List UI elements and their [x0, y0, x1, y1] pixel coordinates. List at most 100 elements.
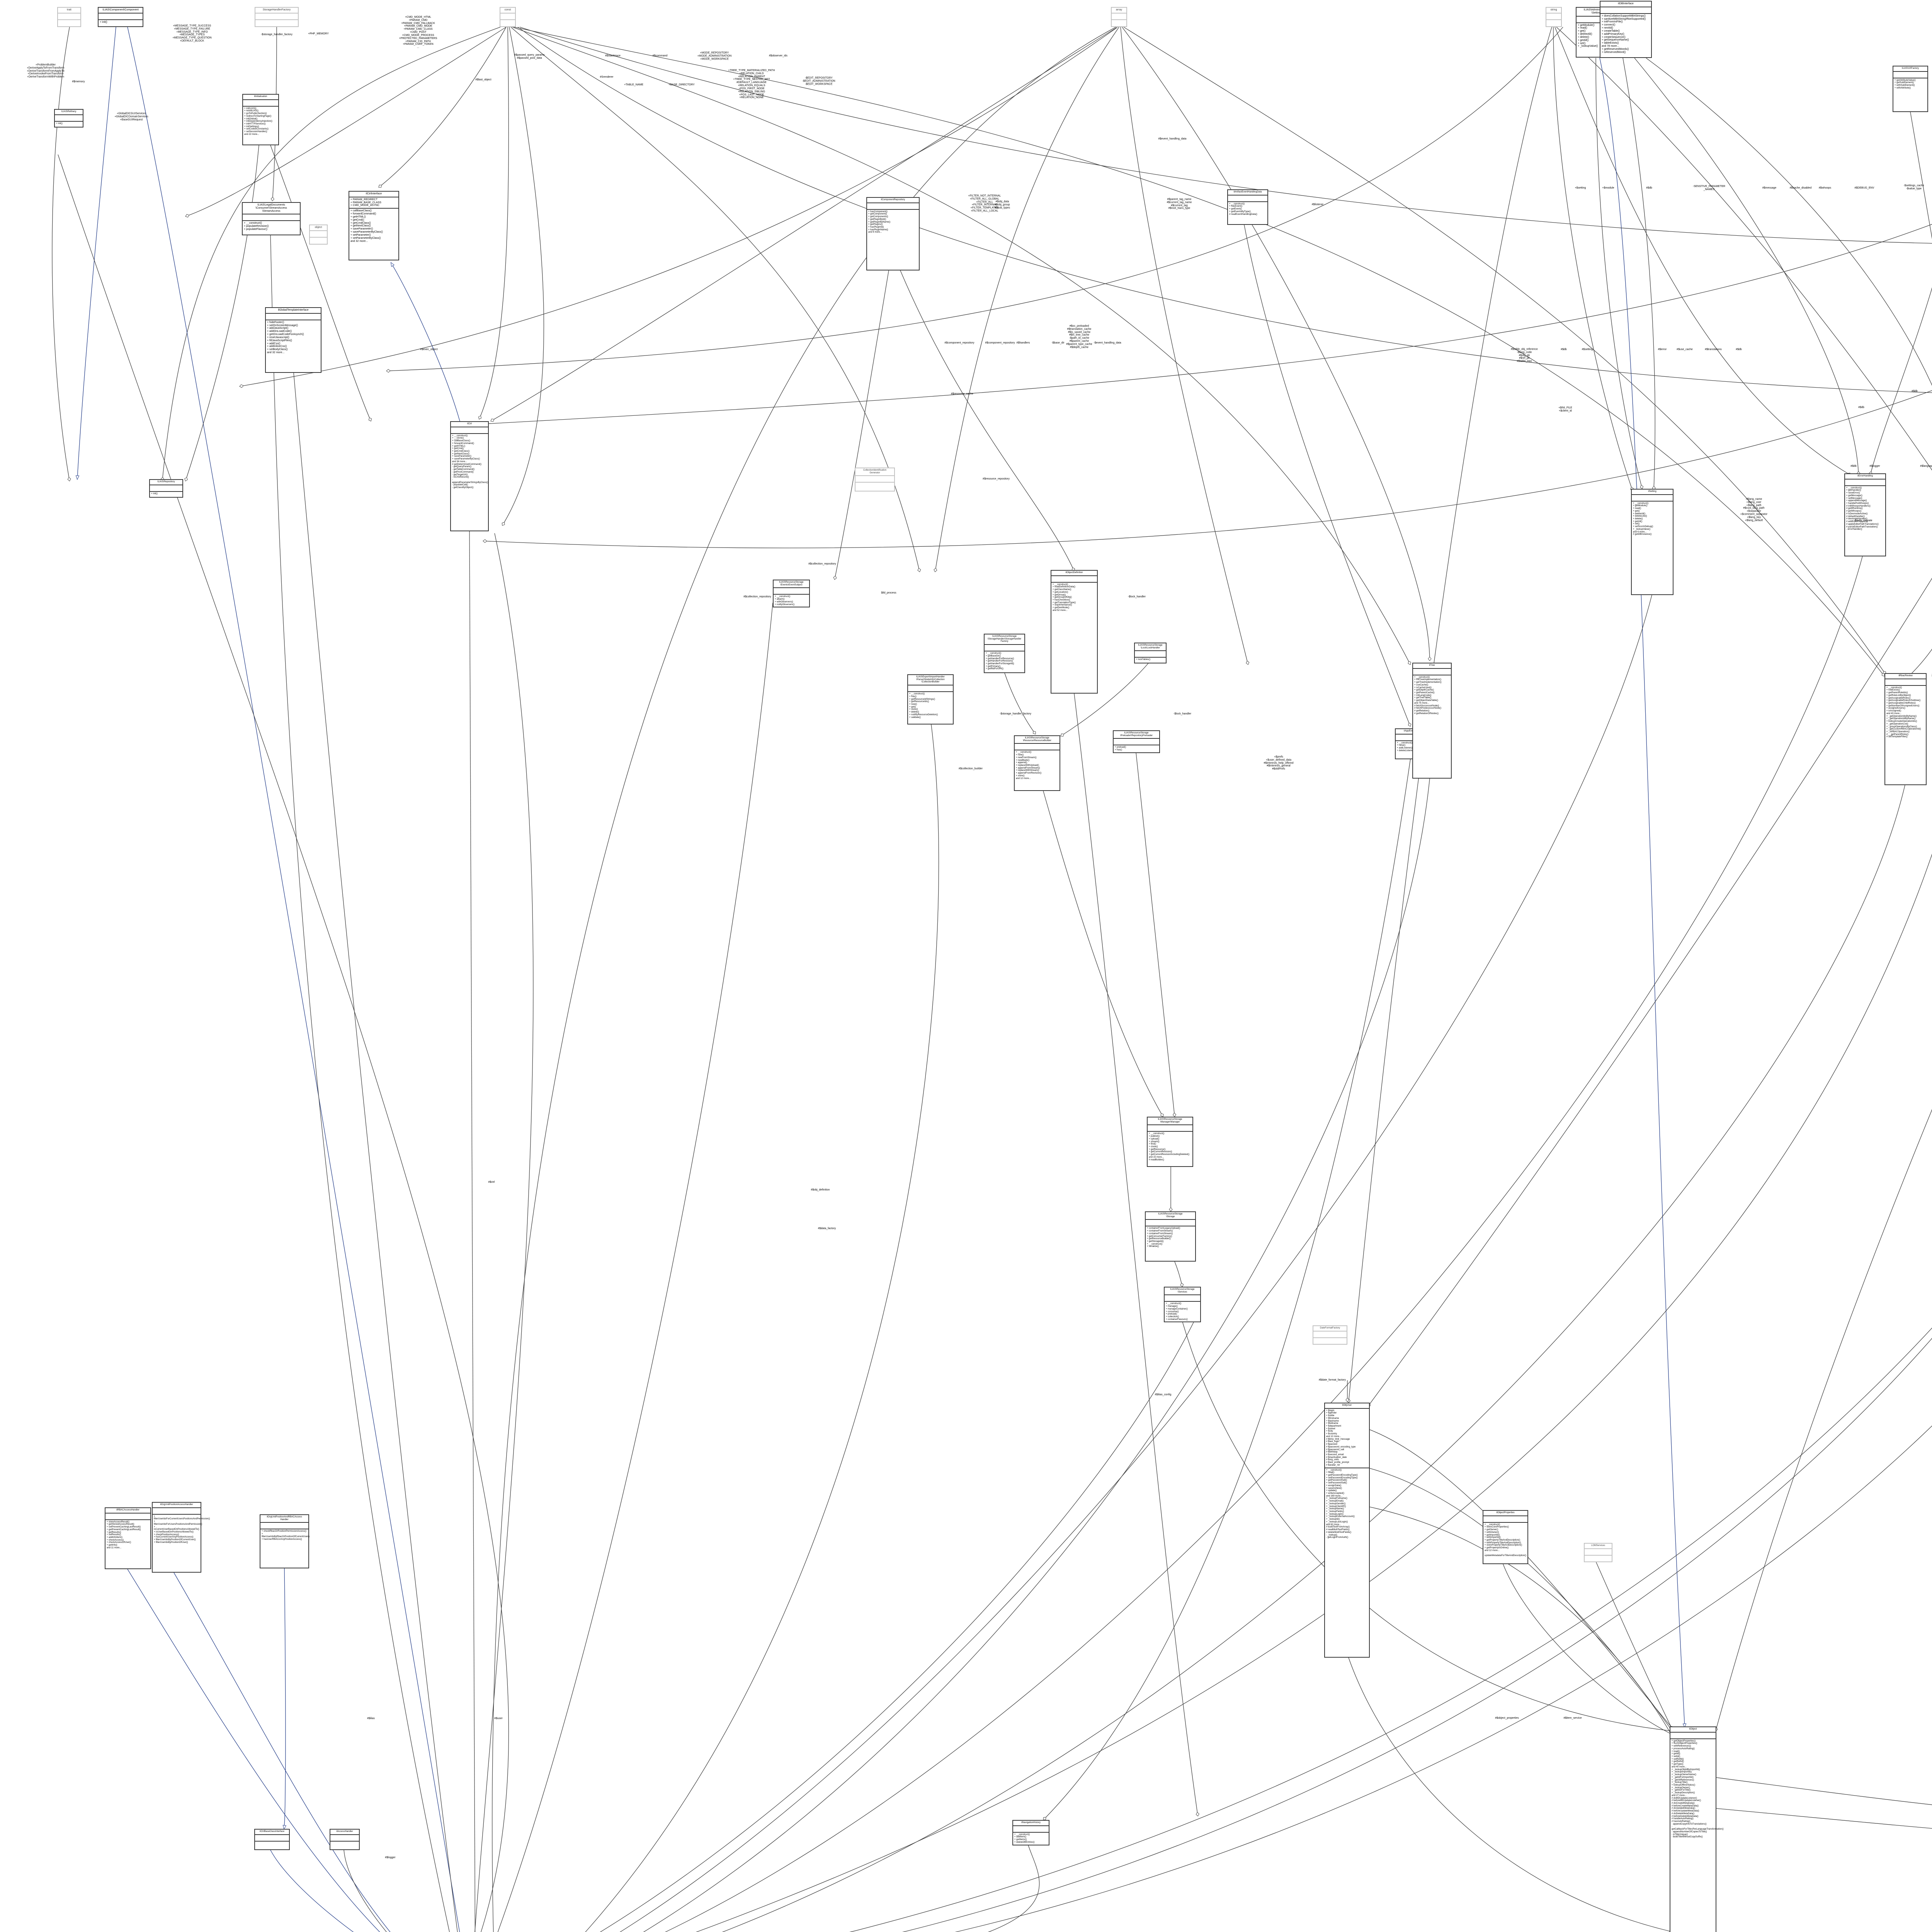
- class-node-ilartifacteventhandlingdata[interactable]: ilArtifactEventHandlingData+ __construct…: [1227, 189, 1268, 225]
- operation-item: + containerFromStream(): [1147, 1230, 1173, 1233]
- operation-item: + raiseError(): [1846, 492, 1860, 495]
- class-node-ilrbacreview[interactable]: ilRbacReview+ __construct()+ roleExists(…: [1884, 673, 1927, 785]
- class-title: iIDBInterface: [1600, 2, 1651, 7]
- class-node-ilias-resourcestorage-lockhandler[interactable]: ILIAS\ResourceStorage \Lock\LockHandler+…: [1134, 643, 1167, 664]
- operation-item: + isAssigned(): [1886, 710, 1901, 713]
- attribute-item: + $firstname: [1326, 1417, 1339, 1420]
- operation-item: + initGlobal(): [244, 117, 258, 120]
- class-node-ilaccesshandler[interactable]: ilAccessHandler: [330, 1829, 360, 1850]
- class-node-idbinterface[interactable]: iIDBInterface+ doesCollationSupportMB4St…: [1600, 1, 1652, 58]
- operation-item: + get(): [1578, 30, 1586, 33]
- class-node-ilias-resourcestorage-resourcemanager[interactable]: ILIAS\ResourceStorage \Manager\Manager+ …: [1147, 1117, 1193, 1167]
- class-node-ilnavigationhistory[interactable]: ilNavigationHistory+ __construct()+ addI…: [1012, 1820, 1049, 1845]
- attribute-item: + $street: [1326, 1427, 1335, 1430]
- class-node-ilctrlbaseclassinterface[interactable]: ilCtrlBaseClassInterface: [254, 1829, 290, 1850]
- class-node-ilctrl[interactable]: ilCtrl+ __construct()+ __clone()+ callBa…: [450, 421, 489, 531]
- class-node-ilias-resourcestorage-repositorypreloader[interactable]: ILIAS\ResourceStorage \Preloader\Reposit…: [1113, 730, 1160, 753]
- class-node-ilias-resourcestorage-storagerepo[interactable]: ILIAS\ResourceStorage \Services+ __const…: [1164, 1287, 1201, 1323]
- class-node-ilobjecttree[interactable]: ilTree+ __construct()+ initTreeImplement…: [1412, 663, 1452, 779]
- operation-item: + set(): [1633, 523, 1640, 526]
- class-node-trait[interactable]: trait: [57, 7, 81, 27]
- edge-label: +$prefs +$user_defined_data #$interests_…: [1264, 755, 1294, 770]
- class-node-ilobject[interactable]: ilObject+ getObjectProperties()+ flushOb…: [1670, 1726, 1724, 1932]
- class-title: ILIAS\Export\ImportHandler \Parser\NodeI…: [908, 675, 953, 686]
- operation-item: + __construct(): [1053, 583, 1068, 586]
- class-node-ilias-refinery[interactable]: ILIAS\Refinery+ init(): [54, 109, 83, 128]
- class-node-collectionidentification[interactable]: CollectionIdentification Generator: [855, 468, 895, 492]
- class-operations: + init(): [150, 492, 182, 497]
- class-node-ilias-ui-factory[interactable]: ILIAS\UI\Factory+ getAttributeValue()+ g…: [1893, 66, 1928, 112]
- class-attributes: [1148, 1125, 1192, 1132]
- edge-label: -$storage_handler_factory: [261, 33, 293, 36]
- operation-item: + saveAsNew(): [1326, 1487, 1342, 1490]
- class-node-ilinitialisation[interactable]: ilInitialisation+ initILIAS()+ reinitILI…: [242, 94, 279, 145]
- class-node-ilorgunitpositionaccesshandler[interactable]: ilOrgUnitPositionAccessHandler+ filterUs…: [152, 1502, 210, 1573]
- class-title: ilInitialisation: [243, 95, 278, 100]
- class-node-ilias-resourcestorage-storage[interactable]: ILIAS\ResourceStorage \Storage+ containe…: [1145, 1211, 1196, 1262]
- class-attributes: [255, 14, 298, 20]
- operation-item: + getInfo(): [107, 1544, 117, 1547]
- class-node-ilobjectproperties[interactable]: ilObjectProperties+ __construct()+ store…: [1483, 1510, 1528, 1564]
- operation-item: + __construct(): [1846, 486, 1862, 489]
- operation-item: # setTemplateFilter(): [1886, 736, 1908, 738]
- operation-item: - updateMetadataForTitleAndDescription(): [1485, 1552, 1527, 1557]
- operation-item: + init(): [151, 492, 158, 495]
- class-operations: [855, 483, 894, 488]
- class-node-ilcomponentrepository[interactable]: ilComponentRepository+ hasComponent()+ g…: [866, 197, 920, 270]
- class-node-ilctrlinterface[interactable]: ilCtrlInterface+ PARAM_REDIRECT+ PARAM_B…: [349, 191, 399, 260]
- edge-label: #$exec_object: [420, 348, 438, 351]
- operation-item: + getTranslationType(): [1053, 601, 1076, 604]
- class-node-ilias-legaldocuments[interactable]: ILIAS\LegalDocuments \Consumer\StreamAcc…: [242, 202, 301, 235]
- class-node-const[interactable]: const: [500, 7, 516, 27]
- edge-label: +TABLE_NAME: [624, 83, 643, 87]
- class-node-ilrbacaccesshandler[interactable]: ilRBACAccessHandler+ storeAccessResult()…: [105, 1507, 151, 1569]
- class-node-ilias-resourcestorage-resourcebuilder[interactable]: ILIAS\ResourceStorage \Resource\Resource…: [1014, 735, 1060, 791]
- operation-item: + init(): [56, 122, 63, 125]
- class-node-ilobjectdefinition[interactable]: ilObjectDefinition+ __construct()+ readD…: [1051, 570, 1098, 694]
- class-node-ilias-export-importhandler[interactable]: ILIAS\Export\ImportHandler \Parser\NodeI…: [907, 674, 954, 724]
- class-node-object[interactable]: object: [309, 224, 328, 245]
- class-node-ilias-repository[interactable]: ILIAS\Repository+ init(): [149, 479, 183, 498]
- class-node-ilorgunitpositionandrbacaccesshandler[interactable]: ilOrgUnitPositionAndRBACAccess Handler+ …: [260, 1514, 310, 1568]
- operation-item: + containerFromLegacyUpload(): [1147, 1227, 1180, 1230]
- operation-item: + getGroup(): [1053, 594, 1066, 596]
- operation-item: + forwardCommand(): [452, 442, 474, 445]
- class-operations: [1313, 1338, 1347, 1344]
- class-node-ilias-resourcestorage-storagehandlerfactory[interactable]: ILIAS\ResourceStorage \StorageHandler\St…: [984, 634, 1025, 673]
- operation-item: + withObservers(): [775, 600, 793, 603]
- operation-item: + addJavaScript(): [267, 327, 289, 330]
- class-node-ilglobaltemplateinterface[interactable]: ilGlobalTemplateInterface+ hideFooter()+…: [265, 307, 321, 373]
- operation-item: + getRidForURI(): [986, 668, 1003, 670]
- class-operations: + hasComponent()+ getComponent()+ getCom…: [867, 210, 919, 235]
- operation-item: - getPostCommand(): [452, 471, 474, 473]
- class-node-ilsetting[interactable]: ilSetting+ __construct()+ getModule()+ r…: [1631, 489, 1673, 595]
- operation-item: + containerFlavours(): [1166, 1318, 1188, 1321]
- class-node-datetimeformat[interactable]: DateFormatFactory: [1313, 1325, 1347, 1345]
- class-node-string[interactable]: string: [1546, 7, 1562, 27]
- class-operations: [330, 1842, 359, 1847]
- class-node-array[interactable]: array: [1111, 7, 1127, 27]
- operation-item: + raise(): [1397, 744, 1406, 747]
- operation-item: and 6 more...: [868, 231, 882, 234]
- operation-item: + read(): [1326, 1471, 1335, 1474]
- operation-item: # getIlRuntime(): [1846, 507, 1863, 510]
- edge-label: #$obj_data #$obj_group #$sub_types: [995, 200, 1010, 209]
- operation-item: + deleteLike(): [1633, 515, 1647, 518]
- edge-label: $ild_process: [881, 592, 896, 595]
- class-node-lomservices[interactable]: LOMServices: [1584, 1543, 1612, 1562]
- class-attributes: [105, 1514, 150, 1520]
- operation-item: + getPreventCachingLastResult(): [107, 1528, 141, 1531]
- edge-label: #$collection_builder: [959, 767, 983, 770]
- class-title: ilNavigationHistory: [1013, 1821, 1049, 1826]
- operation-item: + new(): [909, 703, 917, 706]
- operation-item: + _getOperationIdsByName(): [1886, 715, 1917, 718]
- class-node-ilias-component-component[interactable]: ILIAS\Component\Component+ init(): [98, 7, 143, 27]
- edge-label: +MESSAGE_TYPE_SUCCESS +MESSAGE_TYPE_FAIL…: [172, 24, 212, 43]
- operation-item: + callBaseClass(): [350, 209, 372, 213]
- class-node-ilobjuser[interactable]: ilObjUser+ $login+ $gender+ $utitle+ $fi…: [1324, 1403, 1370, 1658]
- class-operations: + __construct()+ readDefinitionData()+ g…: [1051, 583, 1097, 613]
- class-node-ilias-resourcestorage-eventsubject[interactable]: ILIAS\ResourceStorage \Events\EventSubje…: [773, 580, 810, 608]
- class-node-ilerrorhandling[interactable]: ilErrorHandling+ __construct()+ getHandl…: [1844, 473, 1886, 556]
- class-node-storagehandlerfactory[interactable]: StorageHandlerFactory: [255, 7, 299, 27]
